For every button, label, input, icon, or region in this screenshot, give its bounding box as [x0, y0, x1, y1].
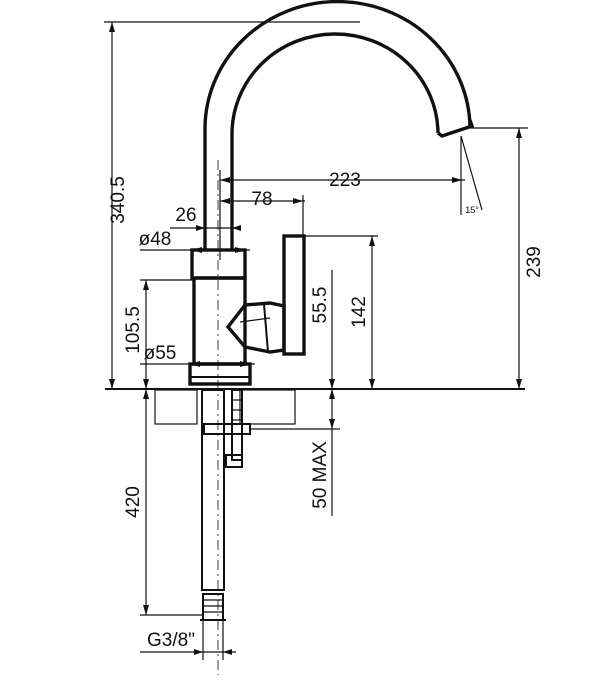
mounting-hardware	[200, 389, 251, 621]
label-spout-height: 239	[524, 246, 545, 278]
label-base-diameter: ø55	[144, 343, 177, 364]
label-hose-length: 420	[123, 486, 144, 518]
label-overall-height: 340.5	[108, 176, 129, 224]
label-body-offset: 78	[251, 189, 272, 210]
label-lever-height: 142	[349, 296, 370, 328]
dimension-lines	[104, 21, 528, 675]
label-spout-width: 26	[175, 205, 196, 226]
countertop	[105, 388, 525, 425]
label-spout-reach: 223	[329, 170, 361, 191]
faucet-body	[188, 0, 475, 386]
label-deck-thickness: 50 MAX	[310, 441, 331, 509]
label-connection-thread: G3/8"	[147, 630, 195, 651]
label-lever-offset: 55.5	[310, 287, 331, 324]
dimension-labels: 340.5 105.5 26 ø48 ø55 78 223 15° 239 14…	[108, 170, 545, 651]
label-body-height: 105.5	[123, 306, 144, 354]
label-body-diameter: ø48	[139, 229, 172, 250]
label-spout-angle: 15°	[465, 205, 479, 215]
